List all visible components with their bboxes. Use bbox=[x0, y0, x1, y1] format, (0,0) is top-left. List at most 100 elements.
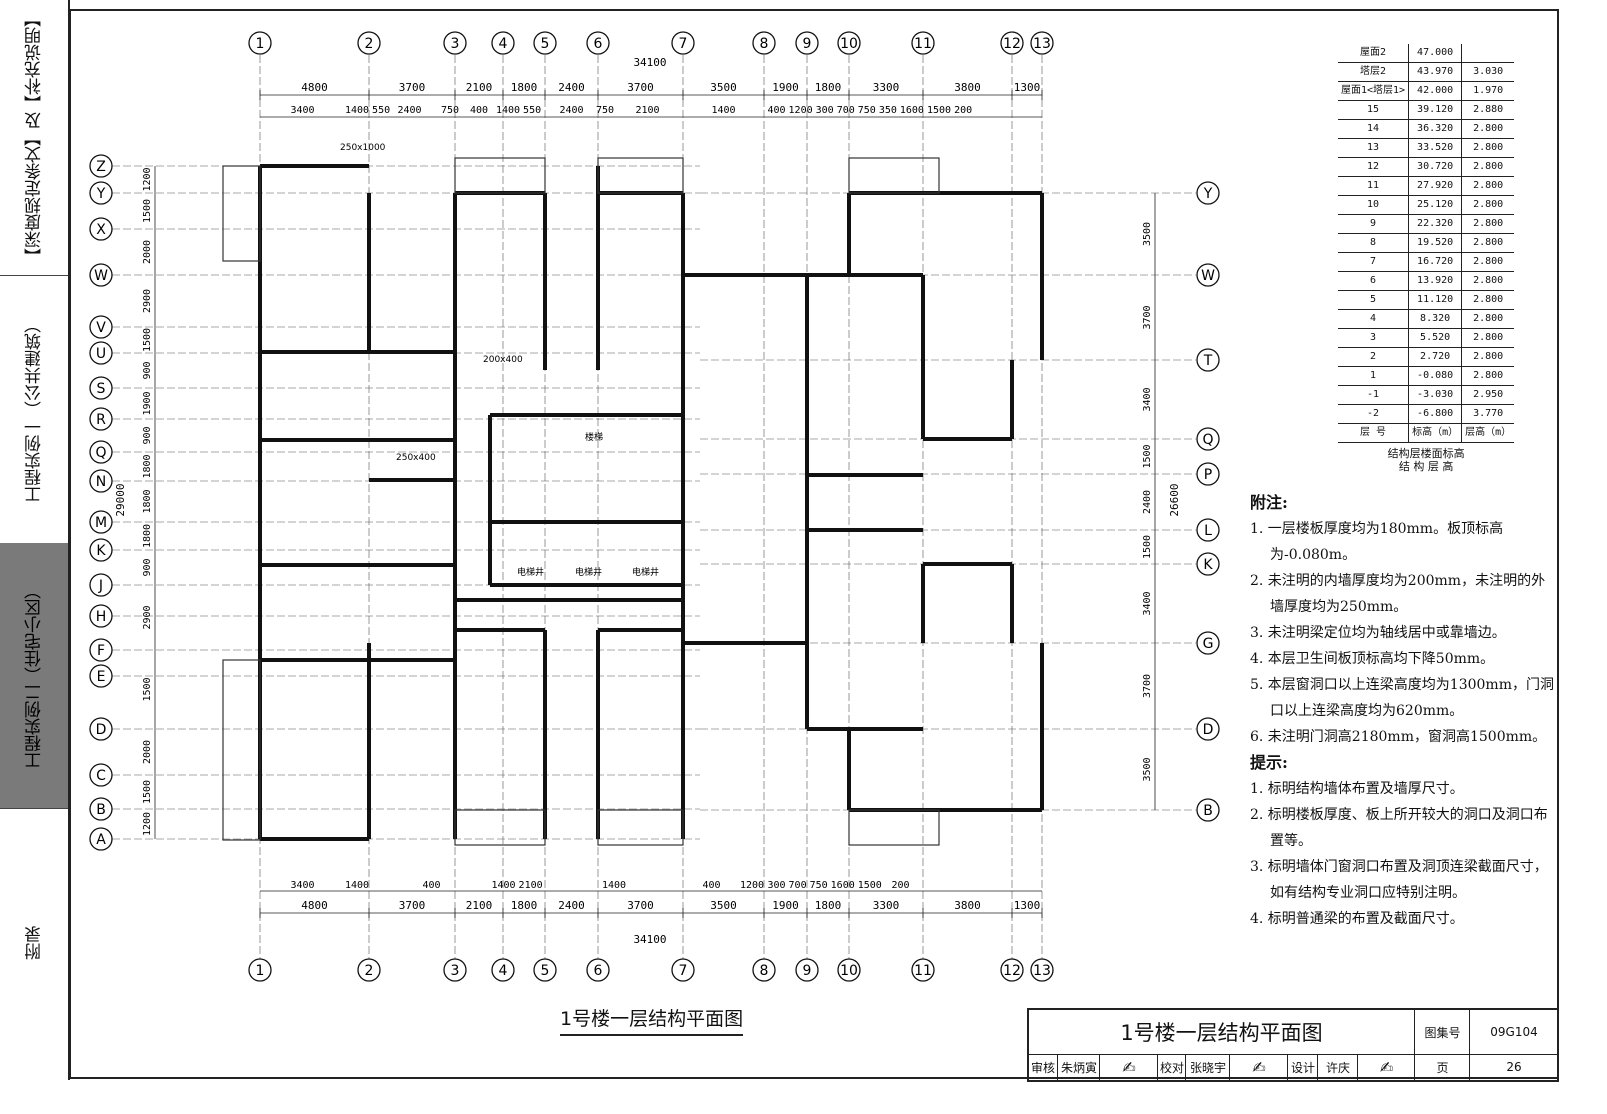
dimension-text: 3700 bbox=[627, 81, 654, 94]
level-header: 层 号 bbox=[1338, 423, 1409, 443]
axis-label: 12 bbox=[1003, 963, 1021, 979]
dimension-text: 2400 bbox=[1142, 490, 1153, 514]
axis-label: 5 bbox=[541, 36, 550, 52]
dimension-text: 750 bbox=[810, 880, 828, 891]
level-cell: 2.800 bbox=[1461, 195, 1515, 215]
axis-label: 10 bbox=[840, 36, 858, 52]
level-cell: 14 bbox=[1338, 119, 1409, 139]
design-label: 设计 bbox=[1287, 1054, 1318, 1080]
level-cell: 15 bbox=[1338, 100, 1409, 120]
axis-bubble bbox=[89, 440, 113, 464]
level-cell: 5.520 bbox=[1408, 328, 1462, 348]
axis-label: 3 bbox=[451, 36, 460, 52]
level-cell: 1.970 bbox=[1461, 81, 1515, 101]
dimension-text: 1200 bbox=[142, 812, 153, 836]
balcony-slab bbox=[597, 157, 684, 194]
checker: 张晓宇 bbox=[1185, 1054, 1230, 1080]
axis-bubble bbox=[586, 31, 610, 55]
level-cell: 2.880 bbox=[1461, 100, 1515, 120]
notes-heading: 附注: bbox=[1250, 493, 1288, 512]
axis-label: Z bbox=[96, 159, 106, 175]
caption-line: 结 构 层 高 bbox=[1398, 460, 1454, 473]
dimension-text: 1400 bbox=[491, 880, 515, 891]
dimension-text: 1500 bbox=[142, 199, 153, 223]
axis-bubble bbox=[1196, 263, 1220, 287]
dimension-text: 300 bbox=[816, 105, 834, 116]
dimension-text: 700 bbox=[837, 105, 855, 116]
axis-label: 11 bbox=[914, 963, 932, 979]
axis-label: Y bbox=[1203, 186, 1213, 202]
level-cell: 2.800 bbox=[1461, 347, 1515, 367]
level-cell: 9 bbox=[1338, 214, 1409, 234]
note-item: 4. 标明普通梁的布置及截面尺寸。 bbox=[1250, 911, 1464, 927]
dimension-text: 2000 bbox=[142, 240, 153, 264]
reviewer: 朱炳寅 bbox=[1057, 1054, 1100, 1080]
reviewer-signature: ✍ bbox=[1099, 1054, 1158, 1080]
axis-label: 7 bbox=[679, 963, 688, 979]
axis-label: 4 bbox=[499, 36, 508, 52]
page-label: 页 bbox=[1414, 1054, 1470, 1080]
level-cell: 2.950 bbox=[1461, 385, 1515, 405]
dimension-text: 1300 bbox=[1014, 81, 1041, 94]
page-number: 26 bbox=[1469, 1054, 1558, 1080]
dimension-text: 3400 bbox=[1142, 591, 1153, 615]
dimension-text: 1500 bbox=[858, 880, 882, 891]
dimension-text: 1800 bbox=[142, 454, 153, 478]
total-dimension: 29000 bbox=[114, 483, 127, 516]
dimension-text: 3800 bbox=[954, 81, 981, 94]
axis-label: 2 bbox=[365, 36, 374, 52]
axis-label: 11 bbox=[914, 36, 932, 52]
note-item: 2. 未注明的内墙厚度均为200mm，未注明的外墙厚度均为250mm。 bbox=[1250, 573, 1546, 615]
level-cell: 13 bbox=[1338, 138, 1409, 158]
level-cell: -1 bbox=[1338, 385, 1409, 405]
level-cell: -6.800 bbox=[1408, 404, 1462, 424]
axis-bubble bbox=[1196, 181, 1220, 205]
level-cell: 1 bbox=[1338, 366, 1409, 386]
dimension-text: 750 bbox=[441, 105, 459, 116]
level-cell: 3.770 bbox=[1461, 404, 1515, 424]
dimension-text: 3400 bbox=[290, 105, 314, 116]
axis-bubble bbox=[89, 827, 113, 851]
level-cell: 42.000 bbox=[1408, 81, 1462, 101]
level-cell: 8.320 bbox=[1408, 309, 1462, 329]
axis-label: 8 bbox=[760, 36, 769, 52]
dimension-text: 200 bbox=[891, 880, 909, 891]
dimension-text: 1500 bbox=[142, 328, 153, 352]
plan-label: 250x400 bbox=[396, 453, 436, 463]
dimension-text: 1800 bbox=[815, 81, 842, 94]
axis-label: C bbox=[96, 768, 106, 784]
axis-bubble bbox=[837, 958, 861, 982]
level-cell: 4 bbox=[1338, 309, 1409, 329]
axis-label: Q bbox=[1202, 432, 1213, 448]
dimension-text: 900 bbox=[142, 558, 153, 576]
dimension-text: 3700 bbox=[399, 81, 426, 94]
axis-bubble bbox=[89, 763, 113, 787]
dimension-text: 350 bbox=[879, 105, 897, 116]
level-cell: 2.800 bbox=[1461, 328, 1515, 348]
dimension-text: 400 bbox=[470, 105, 488, 116]
sidebar-section-spec[interactable]: 【深度规定条文】及【补充说明】 bbox=[0, 0, 68, 276]
check-label: 校对 bbox=[1157, 1054, 1186, 1080]
atlas-label: 图集号 bbox=[1414, 1010, 1470, 1055]
note-item: 1. 一层楼板厚度均为180mm。板顶标高为-0.080m。 bbox=[1250, 521, 1504, 563]
level-cell: 5 bbox=[1338, 290, 1409, 310]
dimension-text: 300 bbox=[767, 880, 785, 891]
axis-bubble bbox=[491, 958, 515, 982]
sidebar-section-residential[interactable]: 工程实例二（住宅小区） bbox=[0, 543, 68, 809]
dimension-text: 3300 bbox=[873, 81, 900, 94]
designer-signature: ✍ bbox=[1357, 1054, 1415, 1080]
dimension-text: 750 bbox=[858, 105, 876, 116]
axis-label: L bbox=[1204, 523, 1212, 539]
level-cell: 2 bbox=[1338, 347, 1409, 367]
dimension-text: 200 bbox=[954, 105, 972, 116]
level-cell: 屋面1<塔层1> bbox=[1338, 81, 1409, 101]
dimension-text: 3400 bbox=[1142, 387, 1153, 411]
